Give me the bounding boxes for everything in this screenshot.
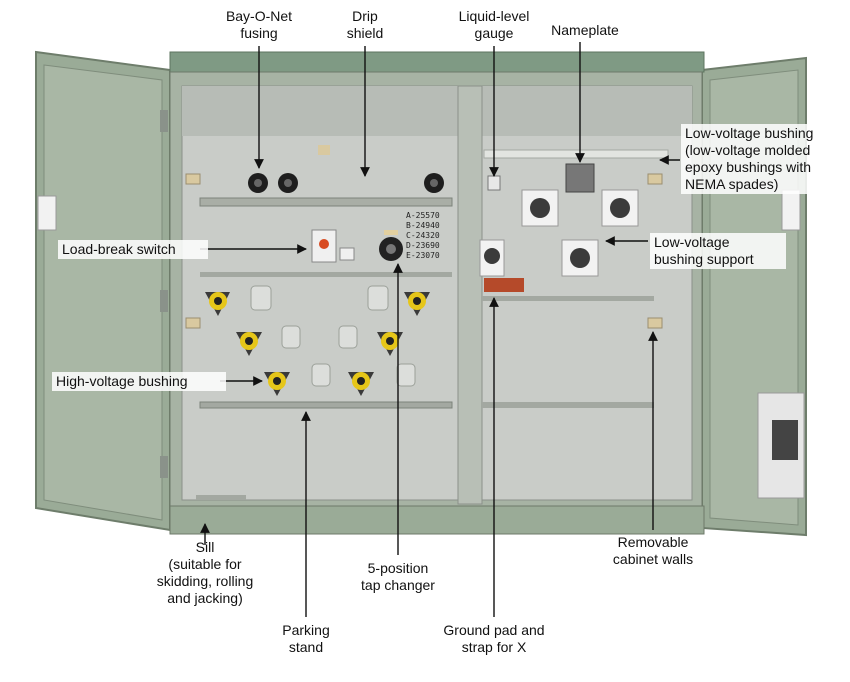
- label-low-voltage-bushing: Low-voltage bushing (low-voltage molded …: [681, 124, 849, 194]
- lv-bushing: [561, 239, 599, 277]
- label-sill: Sill (suitable for skidding, rolling and…: [156, 539, 254, 606]
- tap-position-a: A-25570: [406, 211, 440, 220]
- lv-bushing: [601, 189, 639, 227]
- hv-bushing: [236, 332, 262, 356]
- label-nameplate: Nameplate: [551, 22, 619, 38]
- ground-pad: [484, 278, 524, 292]
- label-ground-pad: Ground pad and strap for X: [443, 622, 545, 655]
- low-voltage-bushings: [479, 189, 639, 277]
- load-break-switch-panel: [311, 229, 337, 263]
- hv-bushing: [205, 292, 230, 316]
- tap-position-c: C-24320: [406, 231, 440, 240]
- lv-bushing-bus: [483, 149, 669, 159]
- liquid-level-gauge: [487, 175, 501, 191]
- hv-bushing: [264, 372, 290, 396]
- hv-bushing: [404, 292, 430, 316]
- label-removable-cabinet-walls: Removable cabinet walls: [612, 534, 694, 567]
- leader-lines: [200, 42, 680, 617]
- label-drip-shield: Drip shield: [346, 8, 384, 41]
- parking-stand: [199, 401, 453, 409]
- left-door-warning-sign: [37, 195, 57, 231]
- label-high-voltage-bushing: High-voltage bushing: [52, 372, 226, 391]
- label-load-break-switch: Load-break switch: [58, 240, 208, 259]
- lv-bushing: [521, 189, 559, 227]
- label-parking-stand: Parking stand: [282, 622, 330, 655]
- hv-bushing: [377, 332, 403, 356]
- parking-stand-brackets: [250, 285, 416, 387]
- high-voltage-bushings: [205, 292, 430, 396]
- tap-position-plate: A-25570 B-24940 C-24320 D-23690 E-23070: [406, 211, 440, 260]
- sill: [169, 505, 705, 535]
- bay-o-net-fuses: [248, 173, 444, 193]
- tap-position-e: E-23070: [406, 251, 440, 260]
- label-low-voltage-bushing-support: Low-voltage bushing support: [650, 233, 786, 269]
- bushing-shelf-upper: [200, 272, 452, 277]
- drip-shield-ledge: [199, 197, 453, 207]
- cabinet-wall-clips: [185, 173, 663, 329]
- hv-bushing: [348, 372, 374, 396]
- lv-bushing: [479, 239, 505, 277]
- nameplate: [565, 163, 595, 193]
- tap-position-b: B-24940: [406, 221, 440, 230]
- label-bay-o-net-fusing: Bay-O-Net fusing: [225, 8, 293, 41]
- cabinet-roof: [169, 51, 705, 73]
- label-tap-changer: 5-position tap changer: [361, 560, 435, 593]
- tap-position-d: D-23690: [406, 241, 440, 250]
- right-door-warning-sign: [781, 189, 801, 231]
- label-liquid-level-gauge: Liquid-level gauge: [458, 8, 530, 41]
- center-barrier: [457, 85, 483, 505]
